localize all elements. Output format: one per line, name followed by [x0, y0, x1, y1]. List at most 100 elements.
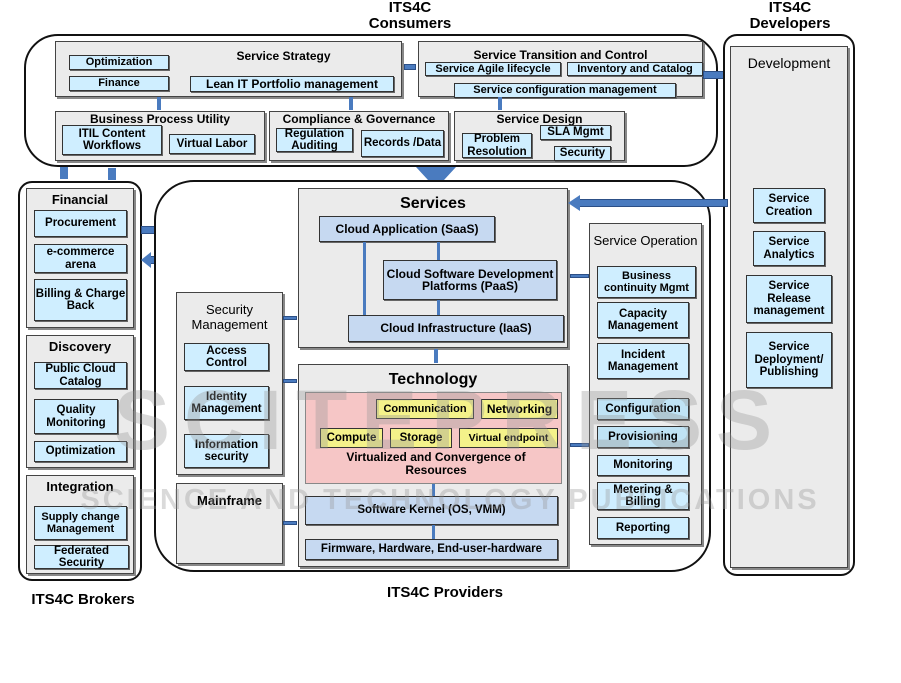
- arrow-brokers-to-consumers: [108, 168, 116, 180]
- firmware-hardware-box[interactable]: Firmware, Hardware, End-user-hardware: [305, 539, 558, 560]
- software-kernel-box[interactable]: Software Kernel (OS, VMM): [305, 496, 558, 525]
- business-process-utility-panel: Business Process Utility ITIL Content Wo…: [55, 111, 265, 161]
- discovery-panel: Discovery Public Cloud Catalog Quality M…: [26, 335, 134, 468]
- service-transition-panel: Service Transition and Control Service A…: [418, 41, 703, 98]
- service-strategy-panel: Service Strategy Optimization Finance Le…: [55, 41, 402, 97]
- identity-management-box[interactable]: Identity Management: [184, 386, 269, 420]
- arrow-head-services-to-brokers: [141, 252, 151, 268]
- business-continuity-box[interactable]: Business continuity Mgmt: [597, 266, 696, 298]
- integration-panel: Integration Supply change Management Fed…: [26, 475, 134, 574]
- information-security-box[interactable]: Information security: [184, 434, 269, 468]
- configuration-box[interactable]: Configuration: [597, 398, 689, 420]
- virtualized-resources-area: Communication Networking Compute Storage…: [305, 392, 562, 484]
- compute-box[interactable]: Compute: [320, 428, 383, 448]
- finance-box[interactable]: Finance: [69, 76, 169, 91]
- metering-billing-box[interactable]: Metering & Billing: [597, 482, 689, 510]
- service-release-management-box[interactable]: Service Release management: [746, 275, 832, 323]
- networking-box[interactable]: Networking: [481, 399, 558, 419]
- billing-charge-back-box[interactable]: Billing & Charge Back: [34, 279, 127, 321]
- arrow-services-to-technology: [434, 349, 438, 363]
- service-operation-title: Service Operation: [593, 233, 698, 248]
- reporting-box[interactable]: Reporting: [597, 517, 689, 539]
- service-creation-box[interactable]: Service Creation: [753, 188, 825, 223]
- lean-it-portfolio-box[interactable]: Lean IT Portfolio management: [190, 76, 394, 92]
- technology-panel: Technology Communication Networking Comp…: [298, 364, 568, 567]
- compliance-title: Compliance & Governance: [282, 112, 436, 126]
- arrow-operation-to-services: [570, 274, 589, 278]
- discovery-title: Discovery: [48, 339, 112, 354]
- service-configuration-management-box[interactable]: Service configuration management: [454, 83, 676, 98]
- services-title: Services: [400, 195, 466, 212]
- brokers-label: ITS4C Brokers: [31, 591, 135, 608]
- virtual-endpoint-box[interactable]: Virtual endpoint: [459, 428, 558, 448]
- security-box[interactable]: Security: [554, 146, 611, 161]
- arrow-consumers-to-providers: [416, 167, 456, 180]
- storage-box[interactable]: Storage: [390, 428, 452, 448]
- provisioning-box[interactable]: Provisioning: [597, 426, 689, 448]
- financial-panel: Financial Procurement e-commerce arena B…: [26, 188, 134, 328]
- regulation-auditing-box[interactable]: Regulation Auditing: [276, 128, 353, 152]
- mainframe-title: Mainframe: [196, 493, 263, 508]
- compliance-governance-panel: Compliance & Governance Regulation Audit…: [269, 111, 449, 161]
- arrow-kernel-to-hardware: [432, 525, 435, 539]
- service-design-title: Service Design: [496, 112, 583, 126]
- arrow-security-to-services: [283, 316, 297, 320]
- security-management-title: Security Management: [191, 302, 268, 332]
- service-transition-title: Service Transition and Control: [473, 48, 648, 62]
- arrow-saas-to-iaas: [363, 242, 366, 315]
- arrow-strategy-to-bpu: [157, 97, 161, 110]
- capacity-management-box[interactable]: Capacity Management: [597, 302, 689, 338]
- service-design-panel: Service Design Problem Resolution SLA Mg…: [454, 111, 625, 161]
- arrow-mainframe-to-technology: [283, 521, 297, 525]
- quality-monitoring-box[interactable]: Quality Monitoring: [34, 399, 118, 434]
- services-panel: Services Cloud Application (SaaS) Cloud …: [298, 188, 568, 348]
- service-deployment-publishing-box[interactable]: Service Deployment/ Publishing: [746, 332, 832, 388]
- service-analytics-box[interactable]: Service Analytics: [753, 231, 825, 266]
- procurement-box[interactable]: Procurement: [34, 210, 127, 237]
- federated-security-box[interactable]: Federated Security: [34, 545, 129, 569]
- optimization-box[interactable]: Optimization: [69, 55, 169, 70]
- arrow-resources-to-kernel: [432, 484, 435, 496]
- arrow-strategy-to-compliance: [349, 97, 353, 110]
- arrow-security-to-technology: [283, 379, 297, 383]
- development-panel: Development Service Creation Service Ana…: [730, 46, 848, 568]
- arrow-transition-to-design: [498, 97, 502, 110]
- security-management-panel: Security Management Access Control Ident…: [176, 292, 283, 475]
- arrow-operation-to-technology: [570, 443, 589, 447]
- integration-title: Integration: [46, 479, 114, 494]
- incident-management-box[interactable]: Incident Management: [597, 343, 689, 379]
- bpu-title: Business Process Utility: [89, 112, 231, 126]
- arrow-strategy-to-transition: [404, 64, 416, 70]
- monitoring-box[interactable]: Monitoring: [597, 455, 689, 476]
- financial-title: Financial: [51, 192, 109, 207]
- cloud-application-saas-box[interactable]: Cloud Application (SaaS): [319, 216, 495, 242]
- communication-box[interactable]: Communication: [376, 399, 474, 419]
- service-operation-panel: Service Operation Business continuity Mg…: [589, 223, 702, 545]
- public-cloud-catalog-box[interactable]: Public Cloud Catalog: [34, 362, 127, 389]
- mainframe-panel: Mainframe: [176, 483, 283, 564]
- arrow-paas-to-iaas: [437, 300, 440, 315]
- virtualized-convergence-label: Virtualized and Convergence of Resources: [346, 450, 526, 477]
- access-control-box[interactable]: Access Control: [184, 343, 269, 371]
- arrow-development-to-services: [578, 199, 728, 207]
- itil-content-workflows-box[interactable]: ITIL Content Workflows: [62, 125, 162, 155]
- service-agile-lifecycle-box[interactable]: Service Agile lifecycle: [425, 62, 561, 76]
- inventory-catalog-box[interactable]: Inventory and Catalog: [567, 62, 703, 76]
- developers-label: ITS4C Developers: [749, 0, 831, 32]
- discovery-optimization-box[interactable]: Optimization: [34, 441, 127, 462]
- problem-resolution-box[interactable]: Problem Resolution: [462, 133, 532, 158]
- ecommerce-arena-box[interactable]: e-commerce arena: [34, 244, 127, 273]
- providers-label: ITS4C Providers: [387, 584, 503, 601]
- cloud-infrastructure-iaas-box[interactable]: Cloud Infrastructure (IaaS): [348, 315, 564, 342]
- sla-mgmt-box[interactable]: SLA Mgmt: [540, 125, 611, 140]
- service-strategy-title: Service Strategy: [236, 49, 331, 63]
- consumers-label: ITS4C Consumers: [368, 0, 452, 32]
- records-data-box[interactable]: Records /Data: [361, 130, 444, 157]
- virtual-labor-box[interactable]: Virtual Labor: [169, 134, 255, 154]
- supply-change-management-box[interactable]: Supply change Management: [34, 506, 127, 540]
- technology-title: Technology: [388, 371, 478, 388]
- cloud-software-paas-box[interactable]: Cloud Software Development Platforms (Pa…: [383, 260, 557, 300]
- development-title: Development: [747, 55, 831, 71]
- arrow-consumers-to-brokers: [60, 167, 68, 179]
- arrow-saas-to-paas: [437, 242, 440, 260]
